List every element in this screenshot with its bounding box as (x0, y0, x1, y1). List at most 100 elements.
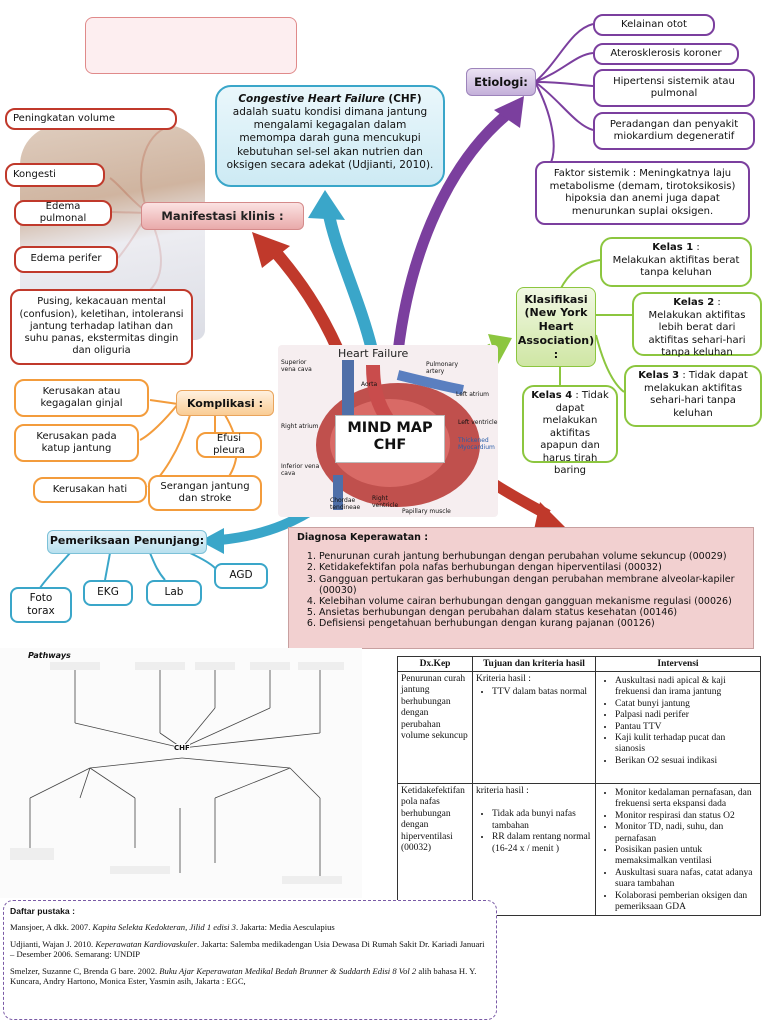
table-cell-dx: Penurunan curah jantung berhubungan deng… (397, 671, 473, 784)
intervention-table: Dx.Kep Tujuan dan kriteria hasil Interve… (397, 656, 761, 917)
reference-item: Udjianti, Wajan J. 2010. Keperawatan Kar… (10, 939, 490, 960)
manifestasi-item: Kongesti (5, 163, 105, 187)
pathway-center-label: CHF (174, 744, 190, 752)
definition-abbr: (CHF) (384, 93, 422, 105)
diagnosa-item: Ansietas berhubungan dengan perubahan da… (319, 607, 745, 618)
manifestasi-item: Pusing, kekacauan mental (confusion), ke… (10, 289, 193, 365)
ref-author: Smelzer, Suzanne C, Brenda G bare. 2002. (10, 965, 160, 976)
intervensi-item: Kaji kulit terhadap pucat dan sianosis (615, 733, 757, 756)
pathway-flow (10, 662, 344, 884)
heart-title: Heart Failure (338, 347, 409, 360)
ref-publisher: . Jakarta: Salemba medikadengan Usia Dew… (10, 938, 485, 960)
heart-label: Superior vena cava (281, 359, 312, 373)
diagnosa-item: Defisiensi pengetahuan berhubungan denga… (319, 618, 745, 629)
arrowhead-etiologi (494, 96, 524, 128)
diagnosa-item: Gangguan pertukaran gas berhubungan deng… (319, 574, 745, 596)
table-row: Penurunan curah jantung berhubungan deng… (397, 671, 761, 784)
arrowhead-diagnosa (534, 502, 566, 530)
pathway-title: Pathways (28, 651, 71, 660)
heart-label: Papillary muscle (402, 508, 451, 515)
intervensi-item: Auskultasi nadi apical & kaji frekuensi … (615, 676, 757, 699)
manifestasi-header: Manifestasi klinis : (141, 202, 304, 230)
arrowhead-pemeriksaan (200, 528, 224, 554)
komplikasi-item: Kerusakan hati (33, 477, 147, 503)
table-cell-intervensi: Monitor kedalaman pernafasan, dan frekue… (595, 782, 761, 917)
kelas-3-box: Kelas 3 : Tidak dapat melakukan aktifita… (624, 365, 762, 427)
intervensi-item: Pantau TTV (615, 722, 757, 733)
table-row: Ketidakefektifan pola nafas berhubungan … (397, 782, 761, 917)
tujuan-label: kriteria hasil : (476, 786, 529, 796)
kelas-desc: Melakukan aktifitas berat tanpa keluhan (612, 254, 740, 279)
manifestasi-item: Edema pulmonal (14, 200, 112, 226)
center-title-box: MIND MAP CHF (335, 415, 445, 463)
kelas-desc: Tidak dapat melakukan aktifitas sehari-h… (643, 370, 748, 419)
table-cell-dx: Ketidakefektifan pola nafas berhubungan … (397, 782, 473, 917)
klasifikasi-label: Klasifikasi (New York Heart Association)… (517, 292, 595, 361)
arrow-to-definition (322, 208, 378, 352)
kelas-desc: Melakukan aktifitas lebih berat dari akt… (648, 309, 746, 359)
pemeriksaan-item: Lab (146, 580, 202, 606)
table-header-row: Dx.Kep Tujuan dan kriteria hasil Interve… (397, 656, 761, 672)
table-header: Dx.Kep (397, 656, 473, 672)
heart-label: Thickened Myocardium (458, 437, 495, 451)
etiologi-item: Hipertensi sistemik atau pulmonal (593, 69, 755, 107)
diagnosa-item: Kelebihan volume cairan berhubungan deng… (319, 596, 745, 607)
heart-label: Left ventricle (458, 419, 498, 426)
references-label: Daftar pustaka : (10, 906, 75, 916)
kelas-name: Kelas 4 (531, 390, 573, 401)
arrow-to-manifestasi (267, 244, 344, 353)
tujuan-label: Kriteria hasil : (476, 674, 531, 684)
komplikasi-item: Kerusakan atau kegagalan ginjal (14, 379, 149, 417)
diagnosa-list: Penurunan curah jantung berhubungan deng… (297, 551, 745, 629)
arrowhead-definition (308, 190, 345, 220)
diagnosa-box: Diagnosa Keperawatan : Penurunan curah j… (288, 527, 754, 649)
tujuan-item: TTV dalam batas normal (492, 687, 592, 698)
heart-label: Aorta (361, 381, 378, 388)
table-cell-tujuan: kriteria hasil : Tidak ada bunyi nafas t… (472, 782, 596, 917)
tujuan-item: Tidak ada bunyi nafas tambahan (492, 809, 592, 832)
table-header: Intervensi (595, 656, 761, 672)
intervensi-item: Auskultasi suara nafas, catat adanya sua… (615, 868, 757, 891)
klasifikasi-branches (559, 259, 632, 393)
table-header: Tujuan dan kriteria hasil (472, 656, 596, 672)
intervensi-item: Monitor kedalaman pernafasan, dan frekue… (615, 788, 757, 811)
arrow-to-etiologi (392, 107, 514, 353)
empty-title-box (85, 17, 297, 74)
kelas-desc: Tidak dapat melakukan aktifitas apapun d… (540, 390, 609, 476)
intervensi-item: Palpasi nadi perifer (615, 710, 757, 721)
intervensi-item: Catat bunyi jantung (615, 699, 757, 710)
reference-item: Mansjoer, A dkk. 2007. Kapita Selekta Ke… (10, 922, 490, 932)
heart-label: Chordae tendineae (330, 497, 361, 511)
definition-term: Congestive Heart Failure (238, 93, 385, 105)
pemeriksaan-item: Foto torax (10, 587, 72, 623)
pemeriksaan-header: Pemeriksaan Penunjang: (47, 530, 207, 554)
arrowhead-manifestasi (252, 232, 290, 268)
komplikasi-item: Kerusakan pada katup jantung (14, 424, 139, 462)
kelas-2-box: Kelas 2 : Melakukan aktifitas lebih bera… (632, 292, 762, 358)
kelas-name: Kelas 2 (673, 297, 715, 308)
heart-label: Left atrium (456, 391, 490, 398)
heart-label: Inferior vena cava (281, 463, 320, 477)
intervensi-item: Berikan O2 sesuai indikasi (615, 756, 757, 767)
pemeriksaan-item: EKG (83, 580, 133, 606)
komplikasi-header: Komplikasi : (176, 390, 274, 416)
heart-label: Pulmonary artery (426, 361, 458, 375)
komplikasi-item: Serangan jantung dan stroke (148, 475, 262, 511)
definition-box: Congestive Heart Failure (CHF) adalah su… (215, 85, 445, 187)
arrowhead-klasifikasi (488, 334, 512, 364)
ref-publisher: alih bahasa H. Y. Kuncara, Andry Hartono… (10, 965, 477, 987)
etiologi-item: Peradangan dan penyakit miokardium degen… (593, 112, 755, 150)
etiologi-item: Aterosklerosis koroner (593, 43, 739, 65)
table-cell-tujuan: Kriteria hasil : TTV dalam batas normal (472, 671, 596, 784)
ref-title: Buku Ajar Keperawatan Medikal Bedah Brun… (159, 965, 417, 976)
kelas-1-box: Kelas 1 : Melakukan aktifitas berat tanp… (600, 237, 752, 287)
etiologi-item: Kelainan otot (593, 14, 715, 36)
diagnosa-label: Diagnosa Keperawatan : (297, 532, 429, 543)
center-title-line1: MIND MAP (347, 420, 433, 436)
intervensi-item: Monitor TD, nadi, suhu, dan pernafasan (615, 822, 757, 845)
etiologi-branches (534, 23, 594, 171)
definition-text: adalah suatu kondisi dimana jantung meng… (226, 106, 434, 171)
heart-label: Right ventricle (372, 495, 399, 509)
pemeriksaan-item: AGD (214, 563, 268, 589)
ref-author: Udjianti, Wajan J. 2010. (10, 938, 96, 949)
